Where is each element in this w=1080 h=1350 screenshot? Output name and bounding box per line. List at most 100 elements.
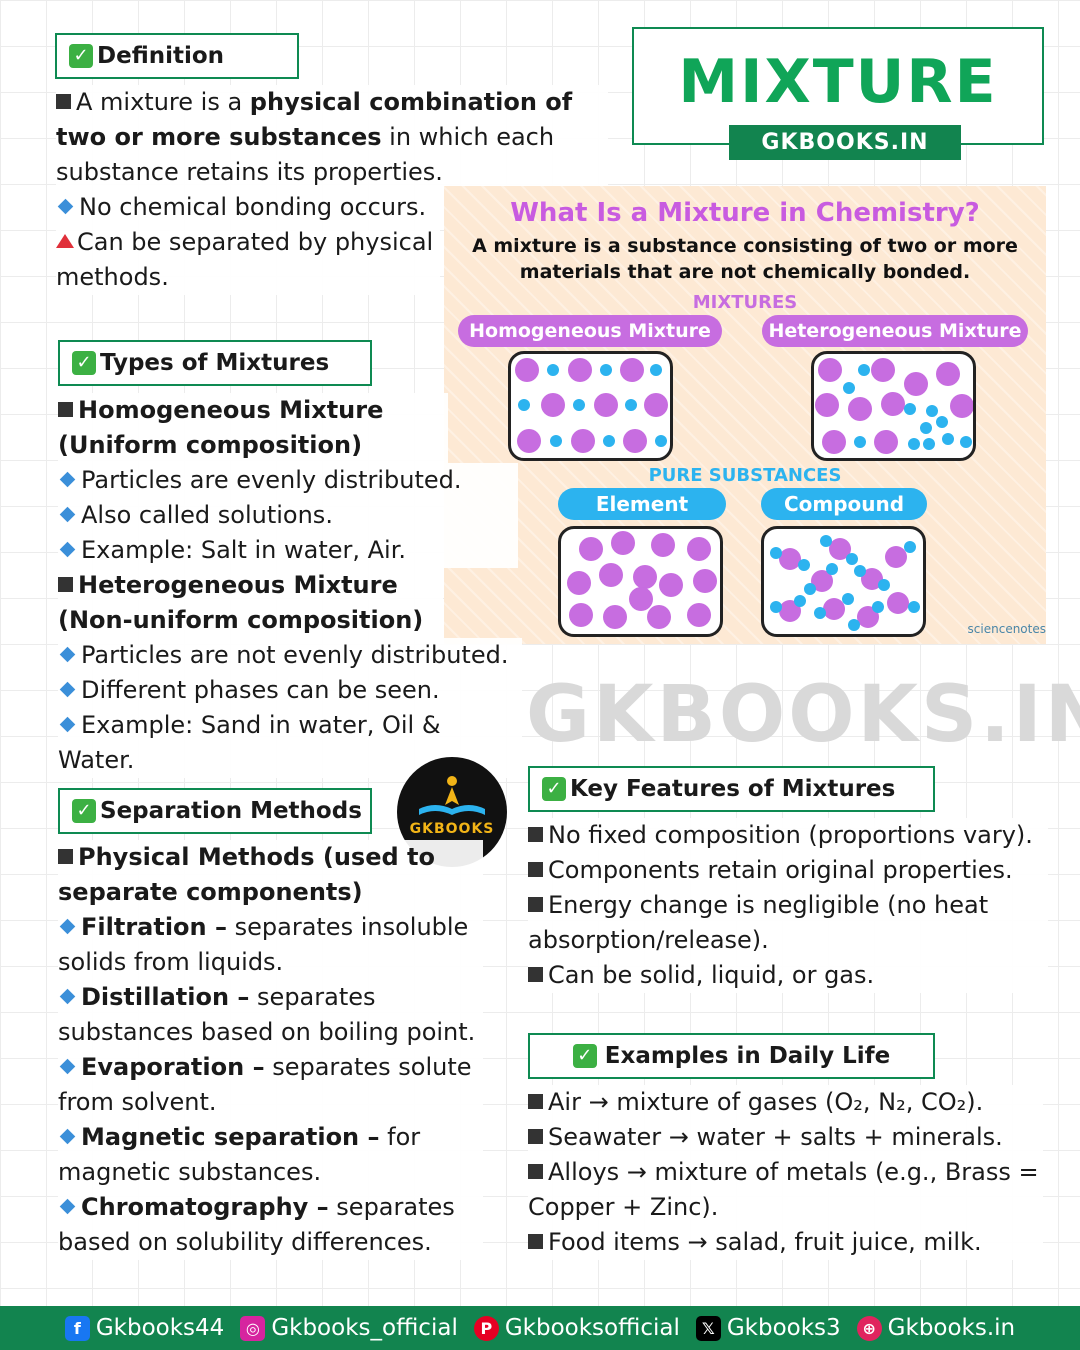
examples-heading-label: Examples in Daily Life	[604, 1043, 891, 1069]
heterogeneous-particles-box	[811, 351, 976, 461]
infographic-credit: sciencenotes	[967, 622, 1046, 636]
list-item: Filtration – separates insoluble solids …	[58, 913, 469, 976]
compound-particles	[770, 535, 920, 631]
square-bullet-icon	[528, 1129, 543, 1144]
list-item: Chromatography – separates based on solu…	[58, 1193, 455, 1256]
compound-particles-box	[761, 526, 926, 637]
homogeneous-title: Homogeneous Mixture (Uniform composition…	[58, 396, 384, 459]
mixtures-caption: MIXTURES	[692, 292, 798, 313]
pinterest-icon: P	[473, 1315, 499, 1341]
diamond-bullet-icon	[59, 918, 76, 935]
square-bullet-icon	[528, 827, 543, 842]
compound-label: Compound	[761, 488, 927, 520]
examples-list: Air → mixture of gases (O₂, N₂, CO₂). Se…	[528, 1085, 1043, 1260]
square-bullet-icon	[528, 897, 543, 912]
square-bullet-icon	[58, 577, 73, 592]
list-item: Alloys → mixture of metals (e.g., Brass …	[528, 1158, 1039, 1221]
separation-heading-label: Separation Methods	[100, 798, 362, 824]
list-item: Distillation – separates substances base…	[58, 983, 476, 1046]
list-item: Seawater → water + salts + minerals.	[528, 1120, 1043, 1155]
homogeneous-particles	[515, 358, 668, 453]
list-item: Different phases can be seen.	[58, 673, 522, 708]
heterogeneous-title: Heterogeneous Mixture (Non-uniform compo…	[58, 571, 424, 634]
definition-text: A mixture is a physical combination of t…	[56, 85, 608, 190]
separation-heading: ✓ Separation Methods	[58, 788, 372, 834]
diamond-bullet-icon	[59, 471, 76, 488]
list-item: Can be separated by physical methods.	[56, 228, 434, 291]
features-heading-label: Key Features of Mixtures	[570, 776, 896, 802]
features-list: No fixed composition (proportions vary).…	[528, 818, 1048, 993]
definition-points: No chemical bonding occurs. Can be separ…	[56, 190, 440, 295]
square-bullet-icon	[58, 849, 73, 864]
definition-heading-label: Definition	[97, 43, 225, 69]
square-bullet-icon	[528, 862, 543, 877]
watermark: GKBOOKS.IN	[526, 670, 1080, 760]
list-item: Also called solutions.	[58, 498, 518, 533]
check-icon: ✓	[542, 777, 566, 801]
homogeneous-particles-box	[508, 351, 673, 461]
homogeneous-points: Particles are evenly distributed. Also c…	[58, 463, 518, 568]
list-item: Can be solid, liquid, or gas.	[528, 958, 1048, 993]
square-bullet-icon	[58, 402, 73, 417]
list-item: No chemical bonding occurs.	[56, 190, 440, 225]
types-heading-label: Types of Mixtures	[100, 350, 330, 376]
square-bullet-icon	[528, 967, 543, 982]
square-bullet-icon	[528, 1094, 543, 1109]
check-icon: ✓	[72, 351, 96, 375]
list-item: Magnetic separation – for magnetic subst…	[58, 1123, 421, 1186]
pure-substances-caption: PURE SUBSTANCES	[648, 465, 842, 486]
element-label: Element	[558, 488, 726, 520]
list-item: Particles are evenly distributed.	[58, 463, 518, 498]
list-item: Particles are not evenly distributed.	[58, 638, 522, 673]
diamond-bullet-icon	[59, 681, 76, 698]
diamond-bullet-icon	[59, 541, 76, 558]
check-icon: ✓	[69, 44, 93, 68]
square-bullet-icon	[528, 1234, 543, 1249]
triangle-bullet-icon	[56, 234, 74, 248]
facebook-icon: f	[64, 1315, 90, 1341]
types-heading: ✓ Types of Mixtures	[58, 340, 372, 386]
title-tag: GKBOOKS.IN	[729, 125, 961, 160]
instagram-icon: ◎	[240, 1315, 266, 1341]
x-icon: 𝕏	[695, 1315, 721, 1341]
definition-heading: ✓ Definition	[55, 33, 299, 79]
element-particles	[567, 531, 717, 629]
infographic-subtitle: A mixture is a substance consisting of t…	[472, 235, 1018, 283]
list-item: No fixed composition (proportions vary).	[528, 818, 1048, 853]
open-book-icon	[419, 776, 485, 815]
website-link[interactable]: ⊕Gkbooks.in	[856, 1315, 1015, 1341]
square-bullet-icon	[528, 1164, 543, 1179]
diamond-bullet-icon	[57, 198, 74, 215]
diamond-bullet-icon	[59, 506, 76, 523]
heterogeneous-points: Particles are not evenly distributed. Di…	[58, 638, 522, 778]
diamond-bullet-icon	[59, 988, 76, 1005]
list-item: Evaporation – separates solute from solv…	[58, 1053, 472, 1116]
homogeneous-label: Homogeneous Mixture	[458, 315, 722, 347]
globe-icon: ⊕	[856, 1315, 882, 1341]
square-bullet-icon	[56, 94, 71, 109]
diamond-bullet-icon	[59, 716, 76, 733]
diamond-bullet-icon	[59, 1198, 76, 1215]
check-icon: ✓	[72, 799, 96, 823]
separation-methods-list: Physical Methods (used to separate compo…	[58, 840, 483, 1260]
list-item: Air → mixture of gases (O₂, N₂, CO₂).	[528, 1085, 1043, 1120]
physical-methods-title: Physical Methods (used to separate compo…	[58, 843, 435, 906]
mixture-infographic: What Is a Mixture in Chemistry? A mixtur…	[444, 186, 1046, 644]
list-item: Components retain original properties.	[528, 853, 1048, 888]
examples-heading: ✓ Examples in Daily Life	[528, 1033, 935, 1079]
list-item: Example: Sand in water, Oil & Water.	[58, 711, 441, 774]
instagram-link[interactable]: ◎Gkbooks_official	[240, 1315, 458, 1341]
page-title: MIXTURE	[678, 47, 998, 117]
heterogeneous-label: Heterogeneous Mixture	[762, 315, 1028, 347]
infographic-title: What Is a Mixture in Chemistry?	[510, 198, 980, 228]
homogeneous-section: Homogeneous Mixture (Uniform composition…	[58, 393, 448, 463]
list-item: Example: Salt in water, Air.	[58, 533, 518, 568]
diamond-bullet-icon	[59, 1058, 76, 1075]
features-heading: ✓ Key Features of Mixtures	[528, 766, 935, 812]
element-particles-box	[558, 526, 723, 637]
diamond-bullet-icon	[59, 646, 76, 663]
